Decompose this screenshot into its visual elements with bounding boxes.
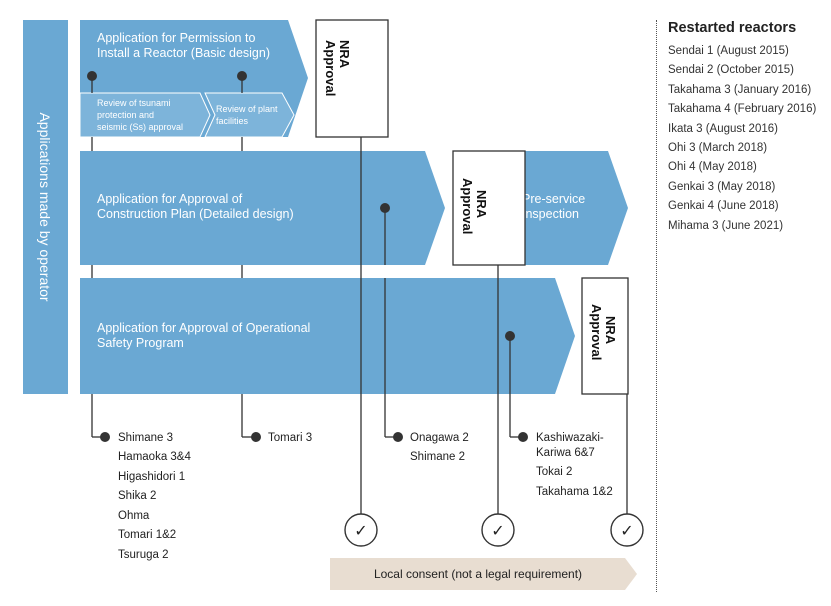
- restarted-reactor-item: Takahama 4 (February 2016): [668, 103, 817, 116]
- dotted-divider: [656, 20, 657, 592]
- operational-title-line1: Application for Approval of Operational: [97, 321, 310, 335]
- operational-title-line2: Safety Program: [97, 336, 184, 350]
- reactor-item: Tomari 1&2: [118, 529, 176, 541]
- restarted-reactor-item: Mihama 3 (June 2021): [668, 219, 784, 232]
- nra-label-2-line1: NRA: [474, 190, 489, 219]
- restarted-reactor-item: Sendai 2 (October 2015): [668, 64, 794, 77]
- restarted-reactors-title: Restarted reactors: [668, 20, 797, 36]
- tsunami-line2: protection and: [97, 110, 154, 120]
- node-dot: [518, 432, 528, 442]
- check-icon: ✓: [620, 521, 633, 540]
- local-consent-bar: [330, 558, 637, 590]
- reactor-item: Kariwa 6&7: [536, 447, 595, 459]
- reactor-group-2: Tomari 3: [268, 432, 312, 444]
- reactor-item: Ohma: [118, 510, 150, 522]
- reactor-group-4: Kashiwazaki- Kariwa 6&7 Tokai 2 Takahama…: [536, 432, 613, 498]
- preservice-line1: Pre-service: [522, 192, 585, 206]
- tsunami-review-sub-box: [79, 92, 211, 138]
- check-circle-icon: [610, 513, 644, 547]
- tsunami-line1: Review of tsunami: [97, 98, 171, 108]
- restarted-reactors-panel: Restarted reactors Sendai 1 (August 2015…: [668, 20, 830, 236]
- restarted-reactor-item: Ikata 3 (August 2016): [668, 122, 778, 135]
- reactor-item: Shimane 2: [410, 451, 465, 463]
- operator-side-bar: [23, 20, 68, 394]
- nra-label-1-line2: Approval: [323, 40, 338, 96]
- check-icon: ✓: [354, 521, 367, 540]
- restarted-reactor-item: Sendai 1 (August 2015): [668, 45, 789, 57]
- plant-line2: facilities: [216, 116, 249, 126]
- nra-label-2-line2: Approval: [460, 178, 475, 234]
- connector-lines: [91, 20, 628, 514]
- nra-label-3-line1: NRA: [603, 316, 618, 345]
- reactor-item: Shimane 3: [118, 432, 173, 444]
- node-dot: [237, 71, 247, 81]
- nra-approval-box-3: [581, 277, 629, 395]
- restarted-reactor-item: Ohi 4 (May 2018): [668, 161, 757, 174]
- permission-title-line2: Install a Reactor (Basic design): [97, 46, 270, 60]
- operator-side-label: Applications made by operator: [37, 112, 53, 301]
- reactor-item: Tomari 3: [268, 432, 312, 444]
- reactor-item: Takahama 1&2: [536, 486, 613, 498]
- operational-safety-arrow-box: [80, 278, 575, 394]
- check-circle-icon: [344, 513, 378, 547]
- reactor-item: Tokai 2: [536, 466, 572, 478]
- construction-title-line2: Construction Plan (Detailed design): [97, 207, 294, 221]
- restarted-reactor-item: Ohi 3 (March 2018): [668, 142, 768, 155]
- reactor-group-3: Onagawa 2 Shimane 2: [410, 432, 469, 463]
- tsunami-line3: seismic (Ss) approval: [97, 122, 183, 132]
- node-dot: [87, 71, 97, 81]
- reactor-item: Higashidori 1: [118, 471, 185, 483]
- check-circle-icon: [481, 513, 515, 547]
- nra-approval-box-2: [452, 150, 526, 266]
- permission-title-line1: Application for Permission to: [97, 31, 255, 45]
- nra-label-1-line1: NRA: [337, 40, 352, 69]
- construction-plan-arrow-box: [80, 151, 445, 265]
- nra-label-3-line2: Approval: [589, 304, 604, 360]
- reactor-item: Shika 2: [118, 490, 156, 502]
- construction-title-line1: Application for Approval of: [97, 192, 243, 206]
- node-dot: [380, 203, 390, 213]
- restarted-reactor-item: Genkai 4 (June 2018): [668, 200, 779, 213]
- plant-line1: Review of plant: [216, 104, 278, 114]
- node-dot: [251, 432, 261, 442]
- check-icon: ✓: [491, 521, 504, 540]
- node-dot: [100, 432, 110, 442]
- node-dot: [505, 331, 515, 341]
- reactor-item: Onagawa 2: [410, 432, 469, 444]
- local-consent-label: Local consent (not a legal requirement): [374, 567, 582, 581]
- plant-review-sub-box: [204, 92, 295, 138]
- reactor-item: Tsuruga 2: [118, 549, 169, 561]
- preservice-line2: Inspection: [522, 207, 579, 221]
- pre-service-inspection-box: [507, 151, 628, 265]
- reactor-item: Kashiwazaki-: [536, 432, 604, 444]
- restarted-reactor-item: Takahama 3 (January 2016): [668, 83, 812, 96]
- reactor-item: Hamaoka 3&4: [118, 451, 191, 463]
- reactor-group-1: Shimane 3 Hamaoka 3&4 Higashidori 1 Shik…: [118, 432, 191, 561]
- nra-approval-box-1: [315, 19, 389, 138]
- restarted-reactor-item: Genkai 3 (May 2018): [668, 180, 776, 193]
- node-dot: [393, 432, 403, 442]
